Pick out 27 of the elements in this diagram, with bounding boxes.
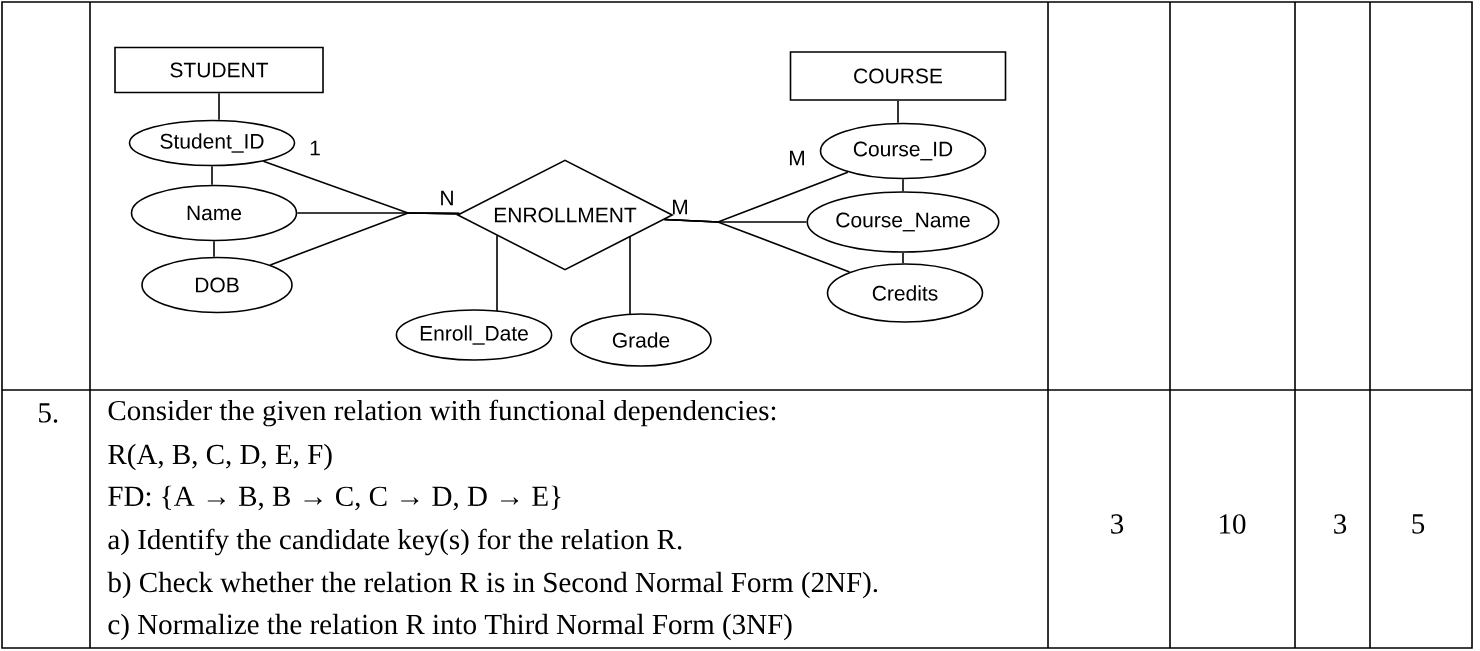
question-number: 5. bbox=[39, 403, 58, 423]
entity-box: STUDENT bbox=[114, 46, 324, 94]
cardinality-label: 1 bbox=[310, 140, 320, 156]
question-text: b) Check whether the relation R is in Second Normal Form (2NF). bbox=[107, 571, 878, 599]
question-text: Consider the given relation with functional dependencies: bbox=[108, 399, 776, 427]
question-text: FD: {A → B, B → C, C → D, D → E} bbox=[108, 485, 561, 511]
cardinality-label: N bbox=[441, 190, 453, 206]
connector-line bbox=[902, 252, 904, 264]
connector-line bbox=[269, 212, 461, 266]
cardinality-label: M bbox=[673, 199, 687, 215]
connector-line bbox=[218, 92, 220, 121]
question-text: R(A, B, C, D, E, F) bbox=[108, 443, 332, 471]
connector-line bbox=[897, 100, 899, 124]
connector-line bbox=[902, 178, 904, 192]
question-text: a) Identify the candidate key(s) for the relation R. bbox=[108, 528, 682, 556]
marks-value: 3 bbox=[1111, 514, 1124, 534]
cardinality-label: M bbox=[790, 150, 804, 166]
connector-line bbox=[211, 165, 213, 186]
entity-box: COURSE bbox=[789, 51, 1007, 101]
connector-line bbox=[663, 218, 851, 273]
marks-value: 5 bbox=[1412, 514, 1425, 534]
question-text: c) Normalize the relation R into Third Normal Form (3NF) bbox=[108, 613, 792, 641]
marks-value: 10 bbox=[1220, 514, 1246, 534]
connector-line bbox=[213, 240, 215, 258]
connector-line bbox=[629, 235, 631, 316]
marks-value: 3 bbox=[1334, 514, 1347, 534]
connector-line bbox=[496, 234, 498, 312]
